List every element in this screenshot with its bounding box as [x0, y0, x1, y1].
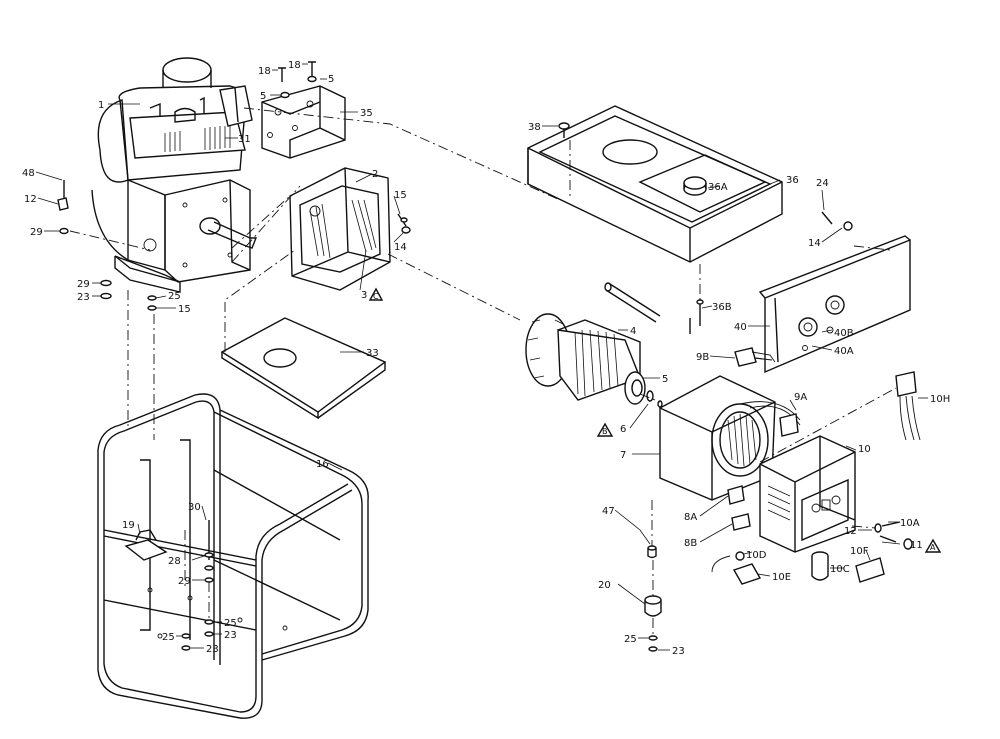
label-36: 36: [786, 175, 799, 186]
label-10H: 10H: [930, 394, 950, 405]
label-15-base: 15: [178, 304, 191, 315]
label-36A: 36A: [708, 182, 728, 193]
label-28: 28: [168, 556, 181, 567]
label-10D: 10D: [746, 550, 767, 561]
label-14-adapter: 14: [394, 242, 407, 253]
label-23-frame-left: 23: [206, 644, 219, 655]
label-16: 16: [316, 459, 329, 470]
rotor-4: [525, 313, 646, 405]
label-9A: 9A: [794, 392, 807, 403]
label-31: 31: [238, 134, 251, 145]
label-23-frame: 23: [224, 630, 237, 641]
note-a-label: A: [930, 543, 936, 552]
parts-48-12-29: [57, 180, 69, 235]
control-panel-40: [758, 235, 911, 374]
note-c-label: C: [373, 292, 379, 301]
label-29-base: 29: [77, 279, 90, 290]
label-30: 30: [188, 502, 201, 513]
label-5-left: 5: [260, 91, 266, 102]
label-23-base: 23: [77, 292, 90, 303]
rod: [604, 282, 661, 323]
engine-assembly: [91, 57, 258, 293]
label-4: 4: [630, 326, 636, 337]
stator-7: [659, 375, 801, 501]
plug-10H: [895, 371, 921, 441]
connector-9A: [779, 413, 799, 437]
leader-lines: [35, 63, 928, 651]
label-10: 10: [858, 444, 871, 455]
label-8A: 8A: [684, 512, 697, 523]
label-25-frame-left: 25: [162, 632, 175, 643]
label-25-base: 25: [168, 291, 181, 302]
parts-10D-10E-10C-10F: [711, 551, 885, 585]
label-47: 47: [602, 506, 615, 517]
note-b-label: B: [602, 427, 608, 436]
label-40: 40: [734, 322, 747, 333]
label-40A: 40A: [834, 346, 854, 357]
washers-25-23-frame: [181, 619, 214, 651]
foot-19: [124, 529, 168, 561]
frame-16: [97, 393, 369, 719]
label-6: 6: [620, 424, 626, 435]
label-3: 3: [361, 290, 367, 301]
screw-38: [558, 122, 570, 138]
control-box-10: [759, 435, 856, 553]
label-5-top: 5: [328, 74, 334, 85]
washer-5: [280, 75, 317, 99]
label-36B: 36B: [712, 302, 732, 313]
screw-15-14: [397, 213, 411, 234]
connectors-8A-8B: [727, 485, 751, 531]
label-5-rotor: 5: [662, 374, 668, 385]
label-25-frame: 25: [224, 618, 237, 629]
label-11: 11: [910, 540, 923, 551]
label-9B: 9B: [696, 352, 709, 363]
label-40B: 40B: [834, 328, 854, 339]
note-triangle-c: C: [368, 287, 384, 301]
label-38: 38: [528, 122, 541, 133]
label-15-adapter: 15: [394, 190, 407, 201]
label-7: 7: [620, 450, 626, 461]
assembly-lines: [69, 107, 897, 636]
screw-24-14: [821, 211, 853, 231]
note-triangle-a: A: [924, 538, 942, 553]
label-20: 20: [598, 580, 611, 591]
label-18-left: 18: [258, 66, 271, 77]
washer-5-6: [646, 390, 663, 408]
part-labels: 1 18 18 5 5 35 31 48 12 29 2 15 14 3 29 …: [22, 60, 950, 657]
label-33: 33: [366, 348, 379, 359]
screw-36B: [689, 299, 704, 334]
label-19: 19: [122, 520, 135, 531]
bracket-35: [261, 85, 346, 159]
engine-adapter-2: [289, 167, 391, 291]
label-10A: 10A: [900, 518, 920, 529]
plug-9B: [734, 347, 776, 367]
plate-33: [220, 317, 387, 420]
label-2: 2: [372, 169, 378, 180]
label-1: 1: [98, 100, 104, 111]
label-10F: 10F: [850, 546, 869, 557]
label-24: 24: [816, 178, 829, 189]
note-triangle-b: B: [596, 422, 614, 437]
label-18-right: 18: [288, 60, 301, 71]
label-48: 48: [22, 168, 35, 179]
label-12-left: 12: [24, 194, 37, 205]
label-10C: 10C: [830, 564, 850, 575]
bolt-18: [278, 61, 316, 82]
label-23-mount: 23: [672, 646, 685, 657]
label-14-panel: 14: [808, 238, 821, 249]
label-29-left: 29: [30, 227, 43, 238]
label-8B: 8B: [684, 538, 697, 549]
mount-20: [644, 545, 662, 652]
label-29-frame: 29: [178, 576, 191, 587]
label-12-box: 12: [844, 526, 857, 537]
label-25-mount: 25: [624, 634, 637, 645]
label-10E: 10E: [772, 572, 791, 583]
label-35: 35: [360, 108, 373, 119]
